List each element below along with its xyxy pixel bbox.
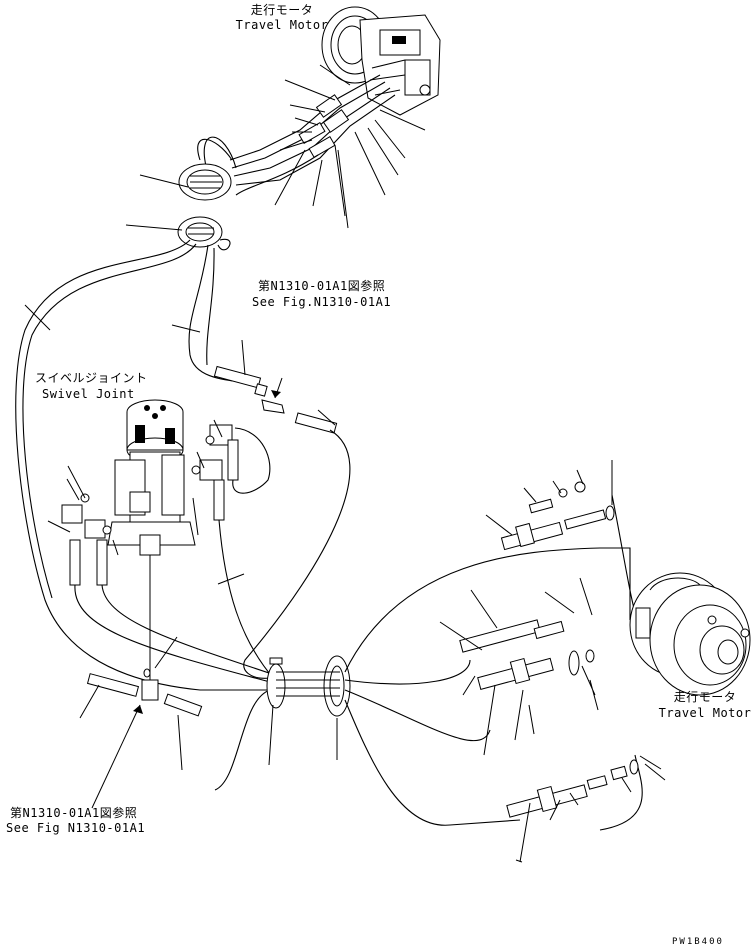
travel-motor-right [629, 572, 751, 696]
travel-motor-top [321, 6, 441, 116]
see-fig-bottom-label-en: See Fig N1310-01A1 [6, 821, 146, 835]
fitting-top-center [213, 365, 338, 434]
hose-clamp-upper [178, 163, 232, 201]
travel-motor-right-label-jp: 走行モータ [673, 690, 737, 704]
right-fittings [459, 481, 639, 818]
lower-clamps [266, 655, 351, 717]
swivel-joint [107, 399, 196, 680]
travel-motor-right-label-en: Travel Motor [658, 706, 752, 720]
travel-motor-top-label-jp: 走行モータ [250, 3, 314, 17]
main-long-hoses [15, 238, 270, 691]
see-fig-top-label-en: See Fig.N1310-01A1 [252, 295, 392, 309]
see-fig-bottom-label-jp: 第N1310-01A1図参照 [10, 806, 138, 820]
swivel-joint-label-jp: スイベルジョイント [35, 371, 148, 385]
right-side-hoses [344, 494, 643, 831]
leader-lines [24, 64, 666, 863]
fitting-bottom [86, 668, 203, 809]
upper-hose-bundle [197, 74, 396, 196]
hose-clamp-lower [177, 216, 223, 248]
see-fig-top-label-jp: 第N1310-01A1図参照 [258, 279, 386, 293]
drawing-code: PW1B400 [672, 937, 724, 947]
swivel-joint-label-en: Swivel Joint [42, 387, 135, 401]
travel-motor-top-label-en: Travel Motor [235, 18, 329, 32]
